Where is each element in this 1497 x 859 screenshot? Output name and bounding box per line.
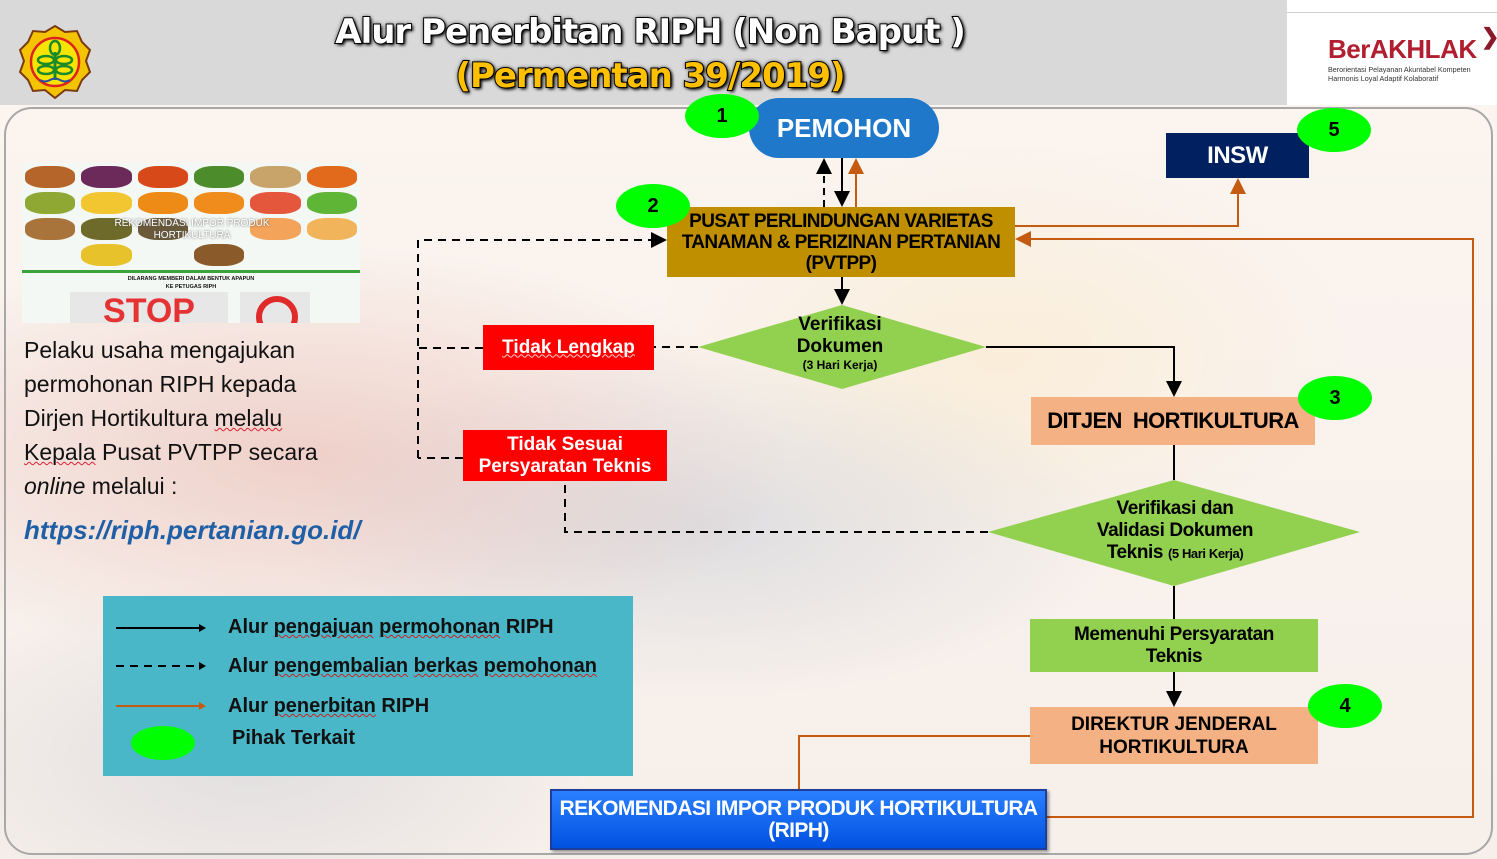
legend-item-issuance: Alur penerbitan RIPH [228, 695, 429, 718]
description-text: Pelaku usaha mengajukan permohonan RIPH … [24, 333, 414, 503]
riph-line-1: REKOMENDASI IMPOR PRODUK HORTIKULTURA [559, 796, 1039, 820]
tidak-lengkap-node: Tidak Lengkap [483, 325, 654, 370]
legend-text: permohonan [379, 616, 501, 638]
party-badge-2: 2 [616, 184, 690, 228]
insw-node: INSW [1166, 133, 1309, 178]
description-text-segment: Dirjen Hortikultura [24, 405, 215, 431]
verifikasi-note: (3 Hari Kerja) [802, 358, 878, 372]
legend-text: berkas [413, 655, 479, 677]
riph-line-2: (RIPH) [768, 818, 829, 842]
legend-party-ellipse-icon [131, 726, 195, 760]
tidak-sesuai-line-2: Persyaratan Teknis [478, 455, 652, 477]
verifikasi-line-2: Dokumen [796, 336, 884, 357]
legend-arrows [116, 624, 206, 710]
description-line-4: Kepala Pusat PVTPP secara [24, 435, 414, 469]
description-text-segment: melalu [214, 405, 283, 431]
description-text-segment: Pusat PVTPP secara [95, 439, 318, 465]
party-badge-4: 4 [1308, 684, 1382, 728]
pvtpp-line-3: (PVTPP) [805, 252, 877, 274]
validasi-text: Teknis [1106, 542, 1168, 563]
description-text-segment: melalui : [85, 473, 178, 499]
verifikasi-line-1: Verifikasi [798, 314, 882, 335]
legend-item-return: Alur pengembalian berkas pemohonan [228, 655, 597, 678]
tidak-sesuai-node: Tidak Sesuai Persyaratan Teknis [463, 430, 667, 481]
legend-text: pengembalian [273, 655, 409, 677]
legend-text: RIPH [375, 695, 430, 717]
ditjen-hortikultura-node: DITJEN HORTIKULTURA [1031, 397, 1315, 445]
legend-text: Alur [228, 695, 274, 717]
legend-item-submission: Alur pengajuan permohonan RIPH [228, 616, 554, 639]
legend-solid-arrow-icon [116, 624, 206, 632]
direktur-line-1: DIREKTUR JENDERAL [1071, 713, 1277, 735]
no-bribe-icon [240, 292, 310, 323]
legend-dashed-arrow-icon [116, 662, 206, 670]
memenuhi-line-2: Teknis [1145, 645, 1203, 667]
description-line-3: Dirjen Hortikultura melalu [24, 401, 414, 435]
header-band [0, 0, 1287, 105]
riph-url-link[interactable]: https://riph.pertanian.go.id/ [24, 515, 361, 545]
legend-text: pemohonan [483, 655, 598, 677]
direktur-jenderal-node: DIREKTUR JENDERAL HORTIKULTURA [1030, 707, 1318, 764]
validasi-note: (5 Hari Kerja) [1167, 546, 1244, 561]
tidak-lengkap-label: Tidak Lengkap [502, 336, 635, 358]
berakhlak-logo: BerAKHLAK ❯ Berorientasi Pelayanan Akunt… [1328, 24, 1497, 83]
validasi-line-1: Verifikasi dan [1116, 498, 1234, 519]
header-logo-area [1287, 12, 1497, 105]
party-badge-3: 3 [1298, 376, 1372, 420]
validasi-line-2: Validasi Dokumen [1096, 520, 1254, 541]
berakhlak-brand: BerAKHLAK [1328, 34, 1477, 64]
pemohon-node: PEMOHON [749, 98, 939, 158]
legend-text: pengajuan [273, 616, 374, 638]
riph-node: REKOMENDASI IMPOR PRODUK HORTIKULTURA (R… [550, 789, 1047, 850]
banner-warning-line-2: KE PETUGAS RIPH [165, 284, 217, 290]
validasi-line-3: Teknis (5 Hari Kerja) [1070, 542, 1280, 565]
banner-warning-line-1: DILARANG MEMBERI DALAM BENTUK APAPUN [127, 276, 255, 282]
berakhlak-tagline-2: Harmonis Loyal Adaptif Kolaboratif [1328, 74, 1439, 83]
direktur-line-2: HORTIKULTURA [1099, 736, 1249, 758]
verifikasi-validasi-label: Verifikasi dan Validasi Dokumen Teknis (… [1070, 498, 1280, 565]
kementan-logo-icon [18, 24, 92, 100]
pvtpp-node: PUSAT PERLINDUNGAN VARIETAS TANAMAN & PE… [667, 207, 1015, 277]
legend-text: penerbitan [273, 695, 376, 717]
legend-text: RIPH [500, 616, 554, 638]
chevron-right-icon: ❯ [1481, 24, 1497, 50]
pvtpp-line-1: PUSAT PERLINDUNGAN VARIETAS [689, 210, 993, 232]
description-text-segment: Kepala [24, 439, 96, 465]
memenuhi-persyaratan-node: Memenuhi Persyaratan Teknis [1030, 619, 1318, 672]
legend-item-party: Pihak Terkait [232, 727, 356, 749]
tidak-sesuai-line-1: Tidak Sesuai [507, 433, 623, 455]
memenuhi-line-1: Memenuhi Persyaratan [1073, 623, 1275, 645]
description-line-5: online melalui : [24, 469, 414, 503]
pvtpp-line-2: TANAMAN & PERIZINAN PERTANIAN [681, 231, 1001, 253]
berakhlak-tagline-1: Berorientasi Pelayanan Akuntabel Kompete… [1328, 65, 1471, 74]
banner-overlay-text: REKOMENDASI IMPOR PRODUK HORTIKULTURA [114, 218, 270, 241]
description-text-segment: online [24, 473, 86, 499]
stop-sign-icon: STOP [70, 292, 228, 323]
legend: Alur pengajuan permohonan RIPH Alur peng… [103, 596, 633, 776]
party-badge-1: 1 [685, 94, 759, 138]
page-subtitle: (Permentan 39/2019) [454, 55, 846, 97]
description-line-2: permohonan RIPH kepada [24, 371, 297, 397]
riph-banner-image: REKOMENDASI IMPOR PRODUK HORTIKULTURA DI… [22, 163, 360, 323]
banner-divider [22, 270, 360, 273]
page-title: Alur Penerbitan RIPH (Non Baput ) [334, 11, 967, 53]
banner-warning: DILARANG MEMBERI DALAM BENTUK APAPUN KE … [22, 275, 360, 291]
legend-text: Alur [228, 616, 274, 638]
verifikasi-dokumen-label: Verifikasi Dokumen (3 Hari Kerja) [760, 314, 920, 372]
party-badge-5: 5 [1297, 108, 1371, 152]
description-line-1: Pelaku usaha mengajukan [24, 337, 296, 363]
legend-text: Alur [228, 655, 274, 677]
legend-orange-arrow-icon [116, 702, 206, 710]
